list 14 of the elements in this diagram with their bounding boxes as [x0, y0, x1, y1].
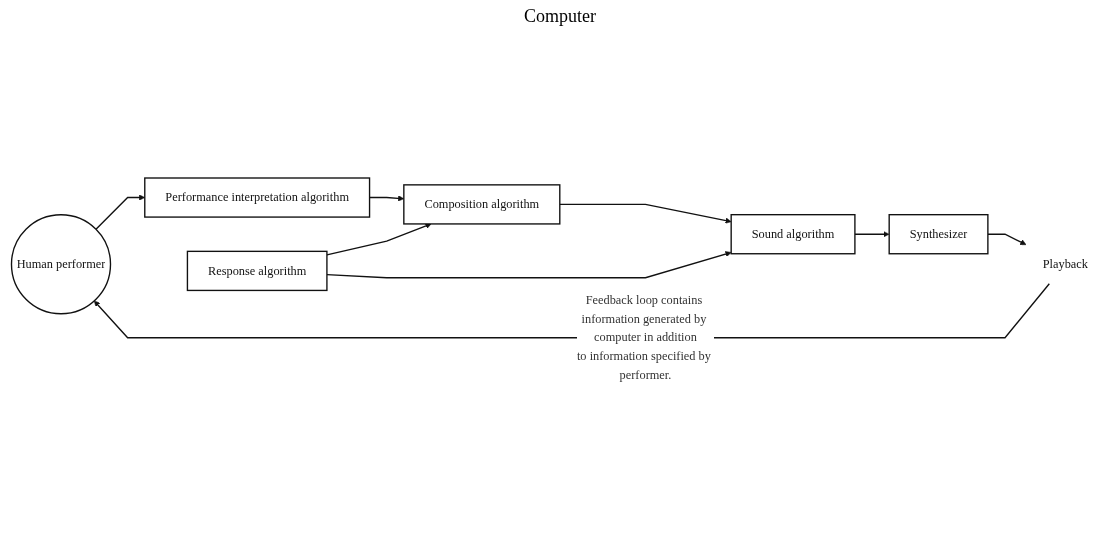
node-box: Composition algorithm: [403, 184, 561, 225]
arrow: [987, 233, 1027, 245]
node-box: Performance interpretation algorithm: [144, 177, 371, 218]
node-box: Synthesizer: [888, 214, 989, 255]
arrow: [559, 203, 732, 224]
node-box: Sound algorithm: [730, 214, 856, 255]
node-text: Playback: [1042, 257, 1088, 271]
node-circle: Human performer: [10, 214, 112, 315]
node-box: Response algorithm: [186, 250, 328, 292]
arrow: [854, 231, 890, 238]
group-label: Computer: [524, 6, 596, 27]
edge-label: Feedback loop contains information generated by computer in addition to information specified by performer.: [576, 293, 711, 382]
arrow: [326, 251, 732, 279]
arrow: [326, 223, 432, 256]
